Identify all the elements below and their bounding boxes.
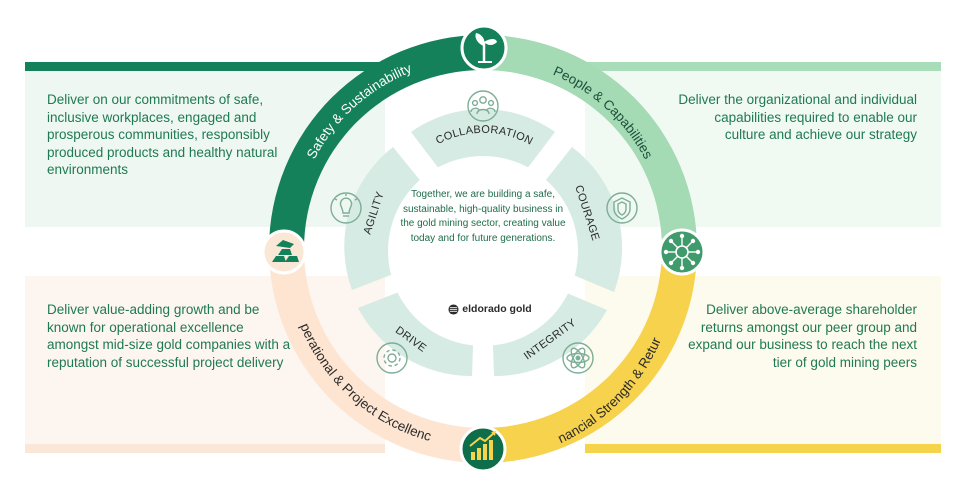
- petal-agility: [344, 147, 436, 290]
- operational-panel-bar: [25, 444, 385, 453]
- financial-panel-bar: [585, 444, 941, 453]
- safety-panel-text: Deliver on our commitments of safe, incl…: [47, 92, 278, 177]
- petal-collaboration: [411, 108, 555, 178]
- logo-text: eldorado gold: [462, 303, 532, 315]
- operational-panel: Deliver value-adding growth and be known…: [25, 276, 385, 453]
- eldorado-logo-icon: [448, 303, 459, 315]
- petal-drive: [358, 283, 474, 377]
- lightbulb-icon: [330, 192, 362, 224]
- financial-panel-text: Deliver above-average shareholder return…: [688, 302, 917, 370]
- team-icon: [467, 90, 499, 122]
- eldorado-logo: eldorado gold: [440, 303, 540, 315]
- values-ring: [344, 108, 623, 377]
- petal-courage: [530, 147, 623, 292]
- people-panel-bar: [585, 62, 941, 71]
- sprout-icon: [460, 24, 508, 72]
- gear-icon: [376, 342, 408, 374]
- people-panel-text: Deliver the organizational and individua…: [678, 92, 917, 142]
- center-disc: [388, 156, 578, 346]
- shield-icon: [606, 192, 638, 224]
- operational-panel-text: Deliver value-adding growth and be known…: [47, 302, 291, 370]
- center-statement: Together, we are building a safe, sustai…: [400, 189, 566, 244]
- safety-panel-bar: [25, 62, 385, 71]
- atom-icon: [562, 342, 594, 374]
- gold-bars-icon: [261, 229, 307, 275]
- network-icon: [658, 228, 706, 276]
- ring-safety: [269, 35, 483, 249]
- growth-chart-icon: [459, 425, 507, 473]
